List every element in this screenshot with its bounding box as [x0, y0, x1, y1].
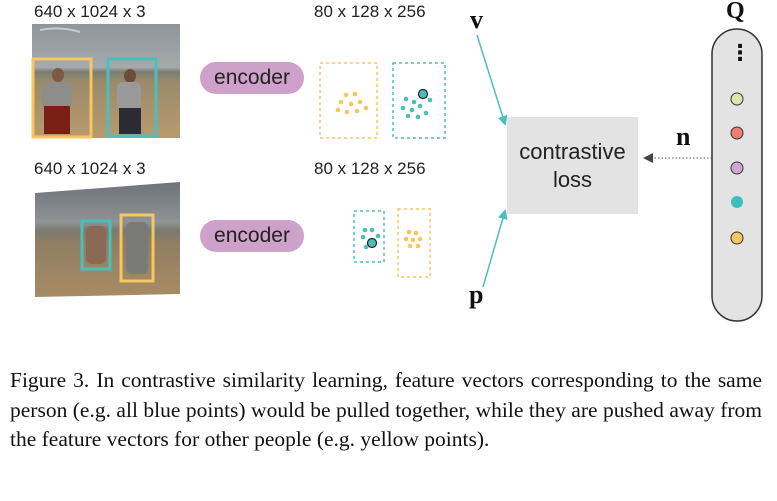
bottom-teal-bbox — [80, 219, 112, 271]
bottom-teal-region — [353, 210, 385, 263]
top-teal-bbox — [106, 57, 158, 138]
bottom-yellow-bbox — [119, 213, 155, 283]
queue-entry-green — [730, 92, 744, 106]
contrastive-loss-box: contrastive loss — [507, 117, 638, 214]
queue-entry-red — [730, 126, 744, 140]
queue-ellipsis: ⋮ — [729, 40, 751, 65]
loss-line-2: loss — [552, 166, 593, 192]
queue-entry-teal — [731, 196, 743, 208]
p-symbol: p — [469, 280, 484, 309]
memory-queue — [711, 28, 763, 322]
loss-line-1: contrastive — [519, 139, 626, 164]
top-yellow-region — [319, 62, 378, 139]
top-input-image — [31, 24, 180, 139]
top-encoder: encoder — [200, 62, 304, 94]
top-image-dims: 640 x 1024 x 3 — [34, 2, 146, 21]
top-yellow-bbox — [31, 57, 93, 139]
p-arrow — [482, 209, 508, 288]
n-symbol: n — [676, 122, 691, 151]
queue-entry-yellow — [730, 231, 744, 245]
bottom-positive-point — [366, 237, 378, 249]
v-arrow — [476, 34, 508, 126]
bottom-yellow-region — [397, 208, 431, 278]
queue-entry-purple — [730, 161, 744, 175]
v-symbol: v — [470, 5, 483, 34]
top-teal-region — [392, 62, 446, 139]
bottom-encoder: encoder — [200, 220, 304, 252]
bottom-feature-points — [353, 208, 431, 278]
q-symbol: Q — [726, 0, 745, 24]
bottom-feature-dims: 80 x 128 x 256 — [314, 159, 426, 178]
bottom-image-dims: 640 x 1024 x 3 — [34, 159, 146, 178]
bottom-input-image — [35, 182, 180, 297]
top-anchor-point — [417, 88, 429, 100]
top-feature-dims: 80 x 128 x 256 — [314, 2, 426, 21]
figure-caption: Figure 3. In contrastive similarity lear… — [10, 368, 762, 451]
top-feature-points — [319, 62, 446, 139]
